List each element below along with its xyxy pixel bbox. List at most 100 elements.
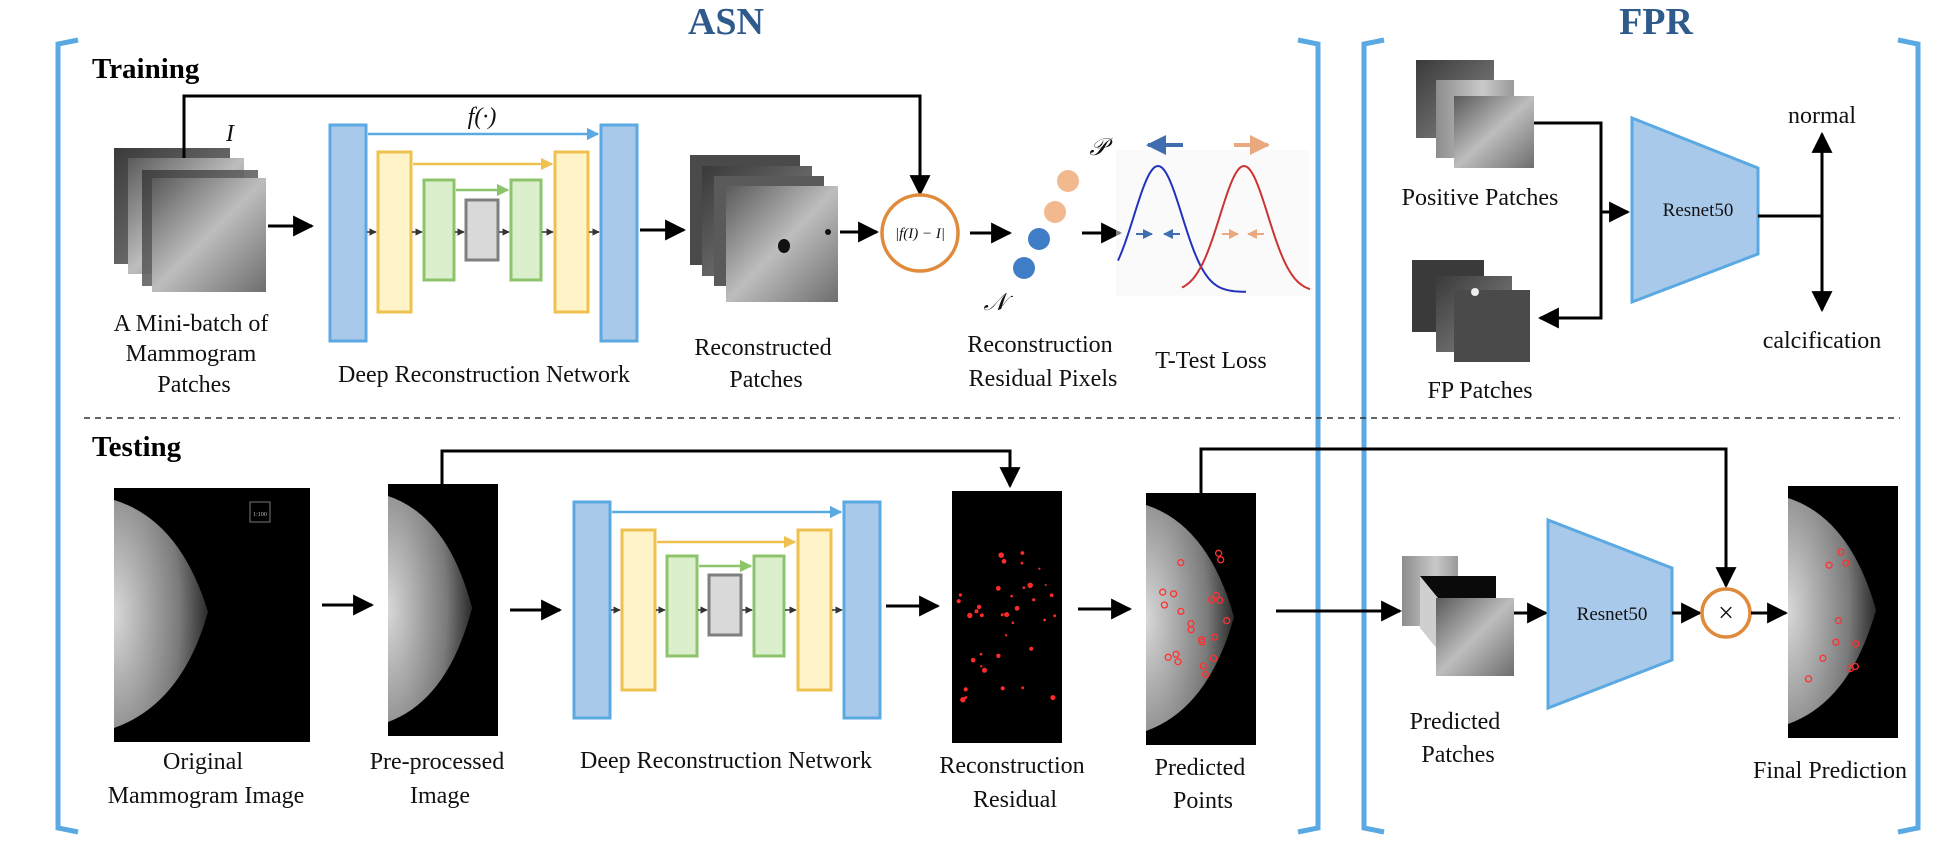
reconstructed-patch-stack [690, 155, 838, 302]
n-symbol: 𝒩 [984, 290, 1014, 316]
reconstructed-label: Reconstructed Patches [694, 335, 837, 393]
detection-marker [1832, 638, 1840, 646]
residual-dot [960, 697, 966, 703]
fpr-left-bracket [1361, 37, 1385, 835]
testing-network-label: Deep Reconstruction Network [580, 748, 872, 774]
normal-label: normal [1788, 103, 1856, 129]
detection-marker [1214, 549, 1223, 557]
resnet50-training-block [1630, 115, 1760, 305]
p-symbol: 𝒫 [1089, 135, 1113, 161]
residual-dot [1022, 586, 1026, 589]
residual-pixel-points [1013, 170, 1079, 279]
positive-patches-label: Positive Patches [1402, 185, 1559, 211]
residual-dot [979, 652, 983, 656]
final-prediction-label: Final Prediction [1753, 758, 1907, 784]
detection-marker [1177, 607, 1185, 616]
encoder-input-block [328, 123, 368, 343]
bottleneck-block [464, 198, 500, 262]
residual-dot [963, 687, 968, 692]
residual-dot [995, 586, 1001, 591]
residual-dot [1000, 686, 1005, 691]
training-network-label: Deep Reconstruction Network [338, 362, 630, 388]
predicted-points-label: Predicted Points [1155, 755, 1252, 814]
reconstruction-residual-image [952, 491, 1062, 743]
resnet50-testing-block [1546, 517, 1674, 711]
calcification-label: calcification [1763, 328, 1882, 354]
detection-marker [1169, 590, 1178, 598]
detection-marker [1172, 650, 1180, 658]
original-mammogram-image [114, 488, 310, 742]
residual-dot [974, 609, 979, 614]
detection-marker [1217, 556, 1225, 564]
detection-marker [1837, 548, 1845, 556]
testing-title: Testing [92, 431, 182, 463]
test-encoder-block-1 [620, 528, 657, 692]
residual-dot [1032, 598, 1036, 602]
detection-marker [1210, 633, 1219, 641]
detection-marker [1842, 559, 1850, 567]
asn-left-bracket [55, 37, 79, 835]
residual-dot [1021, 686, 1025, 690]
test-decoder-block-1 [796, 528, 833, 692]
detection-marker [1174, 658, 1182, 666]
training-skip-arrow [182, 94, 931, 197]
n-point [1028, 228, 1050, 250]
residual-dot [976, 604, 982, 610]
residual-dot [1043, 618, 1046, 622]
input-label: A Mini-batch of Mammogram Patches [114, 311, 275, 398]
residual-dot [964, 696, 968, 699]
detection-marker [1198, 638, 1206, 646]
detection-marker [1187, 620, 1195, 628]
residual-dot [956, 599, 961, 604]
encoder-block-1 [376, 150, 413, 314]
decoder-block-1 [553, 150, 590, 314]
residual-dot [1010, 594, 1013, 598]
residual-dot [1029, 646, 1034, 651]
residual-dot [1004, 612, 1010, 618]
residual-dot [1027, 582, 1033, 588]
residual-dot [958, 593, 963, 597]
residual-dot [980, 665, 983, 668]
detection-marker [1209, 654, 1218, 663]
residual-dot [996, 653, 1001, 658]
decoder-block-2 [509, 178, 543, 282]
residual-pixels-label: Reconstruction Residual Pixels [967, 332, 1118, 392]
final-prediction-image [1788, 486, 1898, 738]
residual-dot [967, 612, 973, 619]
residual-dot [1050, 695, 1056, 701]
training-title: Training [92, 53, 200, 85]
training-network [328, 123, 639, 343]
multiply-symbol: × [1718, 598, 1734, 629]
detection-marker [1212, 591, 1220, 600]
testing-skip-arrow [440, 449, 1021, 489]
p-distribution-curve [1181, 164, 1311, 291]
input-symbol: I [225, 121, 235, 147]
detection-marker [1216, 596, 1224, 604]
residual-dot [1004, 634, 1008, 637]
detection-marker [1819, 654, 1827, 662]
fpr-training-bracket-arrow [1534, 121, 1603, 329]
detection-marker [1177, 558, 1185, 567]
testing-network [572, 500, 882, 720]
decoder-output-block [599, 123, 639, 343]
n-distribution-curve [1117, 164, 1246, 293]
detection-marker [1825, 561, 1833, 569]
points-to-multiply-arrow [1199, 447, 1737, 589]
detection-marker [1160, 601, 1169, 609]
ttest-label: T-Test Loss [1155, 348, 1266, 374]
asn-title: ASN [688, 1, 764, 43]
detection-marker [1199, 662, 1207, 670]
residual-dot [1014, 605, 1020, 611]
test-decoder-output-block [842, 500, 882, 720]
detection-marker [1852, 640, 1860, 648]
residual-dot [1044, 584, 1047, 586]
residual-op-label: |f(I) − I| [895, 226, 945, 242]
detection-marker [1159, 588, 1167, 596]
detection-marker [1834, 616, 1843, 625]
testing-residual-label: Reconstruction Residual [939, 753, 1090, 813]
residual-dot [982, 667, 987, 673]
original-image-label: Original Mammogram Image [108, 749, 305, 809]
n-point [1013, 257, 1035, 279]
asn-right-bracket [1297, 37, 1321, 835]
